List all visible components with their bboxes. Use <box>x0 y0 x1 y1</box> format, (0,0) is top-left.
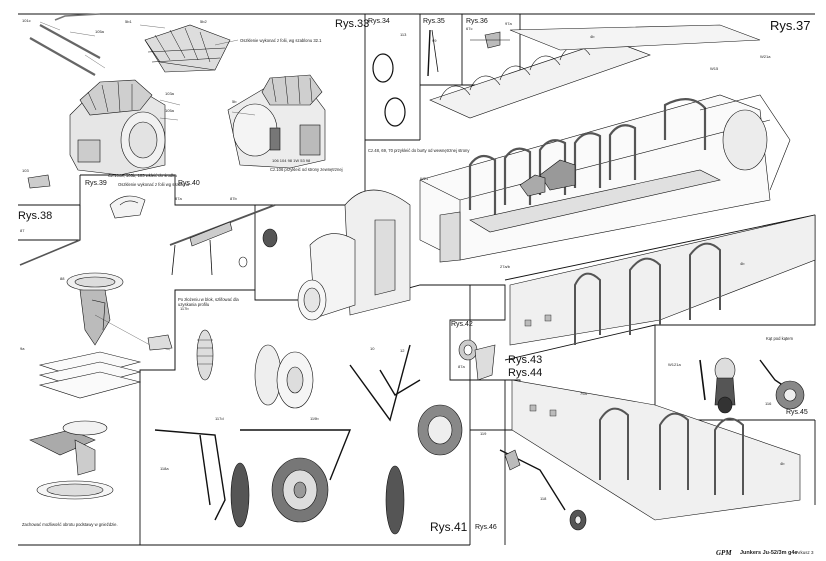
figure-title-rys36: Rys.36 <box>466 18 488 25</box>
svg-text:116: 116 <box>765 401 772 406</box>
figure-title-rys42: Rys.42 <box>451 321 473 328</box>
wheel-angle-note: Kąt pod kątem <box>766 336 794 341</box>
svg-text:99: 99 <box>432 38 437 43</box>
landing-gear-drawing <box>154 329 463 535</box>
svg-text:119b: 119b <box>310 416 319 421</box>
part-number-labels: 101c 105a 5b1 5b2 103a 105a 5b 106 104 9… <box>20 18 785 501</box>
figure-title-rys37: Rys.37 <box>770 18 811 33</box>
svg-text:87: 87 <box>20 228 25 233</box>
svg-text:88: 88 <box>60 276 65 281</box>
side-panels-drawing <box>509 214 816 521</box>
svg-text:97a: 97a <box>505 21 512 26</box>
svg-text:W15: W15 <box>710 66 719 71</box>
figure-title-rys40: Rys.40 <box>178 180 200 187</box>
rotation-note: Zachować możliwość obrotu podstawy w gni… <box>22 522 118 527</box>
figure-title-rys35: Rys.35 <box>423 18 445 25</box>
figure-title-rys38: Rys.38 <box>18 210 53 222</box>
svg-text:103: 103 <box>22 168 29 173</box>
svg-text:5b1: 5b1 <box>125 19 132 24</box>
svg-text:118: 118 <box>540 496 547 501</box>
svg-text:10: 10 <box>370 346 375 351</box>
svg-text:87a: 87a <box>458 364 465 369</box>
tail-wheel-drawing <box>699 357 805 414</box>
svg-text:4b: 4b <box>780 461 785 466</box>
figure-title-rys45: Rys.45 <box>786 409 808 416</box>
oleo-strut-drawing <box>458 339 496 381</box>
svg-text:105a: 105a <box>165 108 175 113</box>
figure-title-rys39: Rys.39 <box>85 180 107 187</box>
window-glazing-note: Oszklenie wykonać z folii wg szablonu <box>118 182 189 187</box>
panel-borders <box>18 13 816 546</box>
svg-text:105a: 105a <box>95 29 105 34</box>
svg-text:79a: 79a <box>580 391 587 396</box>
svg-text:27a/b: 27a/b <box>500 264 511 269</box>
figure-title-rys44: Rys.44 <box>508 367 543 379</box>
window-and-gun-drawing <box>109 195 278 276</box>
svg-text:9a: 9a <box>20 346 25 351</box>
figure-title-rys33: Rys.33 <box>335 18 370 30</box>
svg-text:118a: 118a <box>160 466 169 471</box>
small-parts-drawings <box>372 29 510 127</box>
svg-text:101c: 101c <box>22 18 31 23</box>
fuselage-interior-drawing <box>297 24 791 321</box>
side-parts-note: Cz.48, 69, 70 przykleić do burty od wewn… <box>368 148 470 153</box>
cockpit-assembly-drawing <box>27 13 326 189</box>
svg-text:87b: 87b <box>230 196 237 201</box>
profile-sanding-note: Po złożeniu w blok, szlifować dla uzyska… <box>178 297 239 307</box>
pedal-assembly-drawing <box>499 449 587 531</box>
panel-glue-note: Cz.106 przykleić od strony zewnętrznej <box>270 167 343 172</box>
svg-text:5b: 5b <box>232 99 237 104</box>
svg-text:5b2: 5b2 <box>200 19 207 24</box>
figure-title-rys43: Rys.43 <box>508 354 543 366</box>
figure-title-rys41: Rys.41 <box>430 520 468 534</box>
svg-text:12: 12 <box>400 348 405 353</box>
svg-text:117d: 117d <box>215 416 224 421</box>
ring-glue-note: Cz.100a, 105b, 103 wkleić do środka <box>108 173 177 178</box>
svg-text:4b: 4b <box>590 34 595 39</box>
canopy-glazing-note: Oszklenie wykonać z folii, wg szablonu 3… <box>240 38 322 43</box>
model-name: Junkers Ju-52/3m g4e <box>740 550 798 556</box>
figure-title-rys46: Rys.46 <box>475 524 497 531</box>
svg-text:4b: 4b <box>740 261 745 266</box>
figure-title-rys34: Rys.34 <box>368 18 390 25</box>
brand-logo: GPM <box>716 549 732 557</box>
svg-text:W21a: W21a <box>760 54 771 59</box>
svg-text:106 104 98 1W 53 98: 106 104 98 1W 53 98 <box>272 158 311 163</box>
svg-text:W21: W21 <box>420 176 429 181</box>
svg-text:67c: 67c <box>466 26 472 31</box>
svg-text:117b: 117b <box>180 306 189 311</box>
svg-text:87a: 87a <box>175 196 182 201</box>
svg-text:W121a: W121a <box>668 362 681 367</box>
rear-turret-drawing <box>19 239 173 500</box>
svg-text:113: 113 <box>400 32 407 37</box>
sheet-number: Arkusz 3 <box>796 550 814 555</box>
svg-text:103a: 103a <box>165 91 175 96</box>
svg-text:119: 119 <box>480 431 487 436</box>
